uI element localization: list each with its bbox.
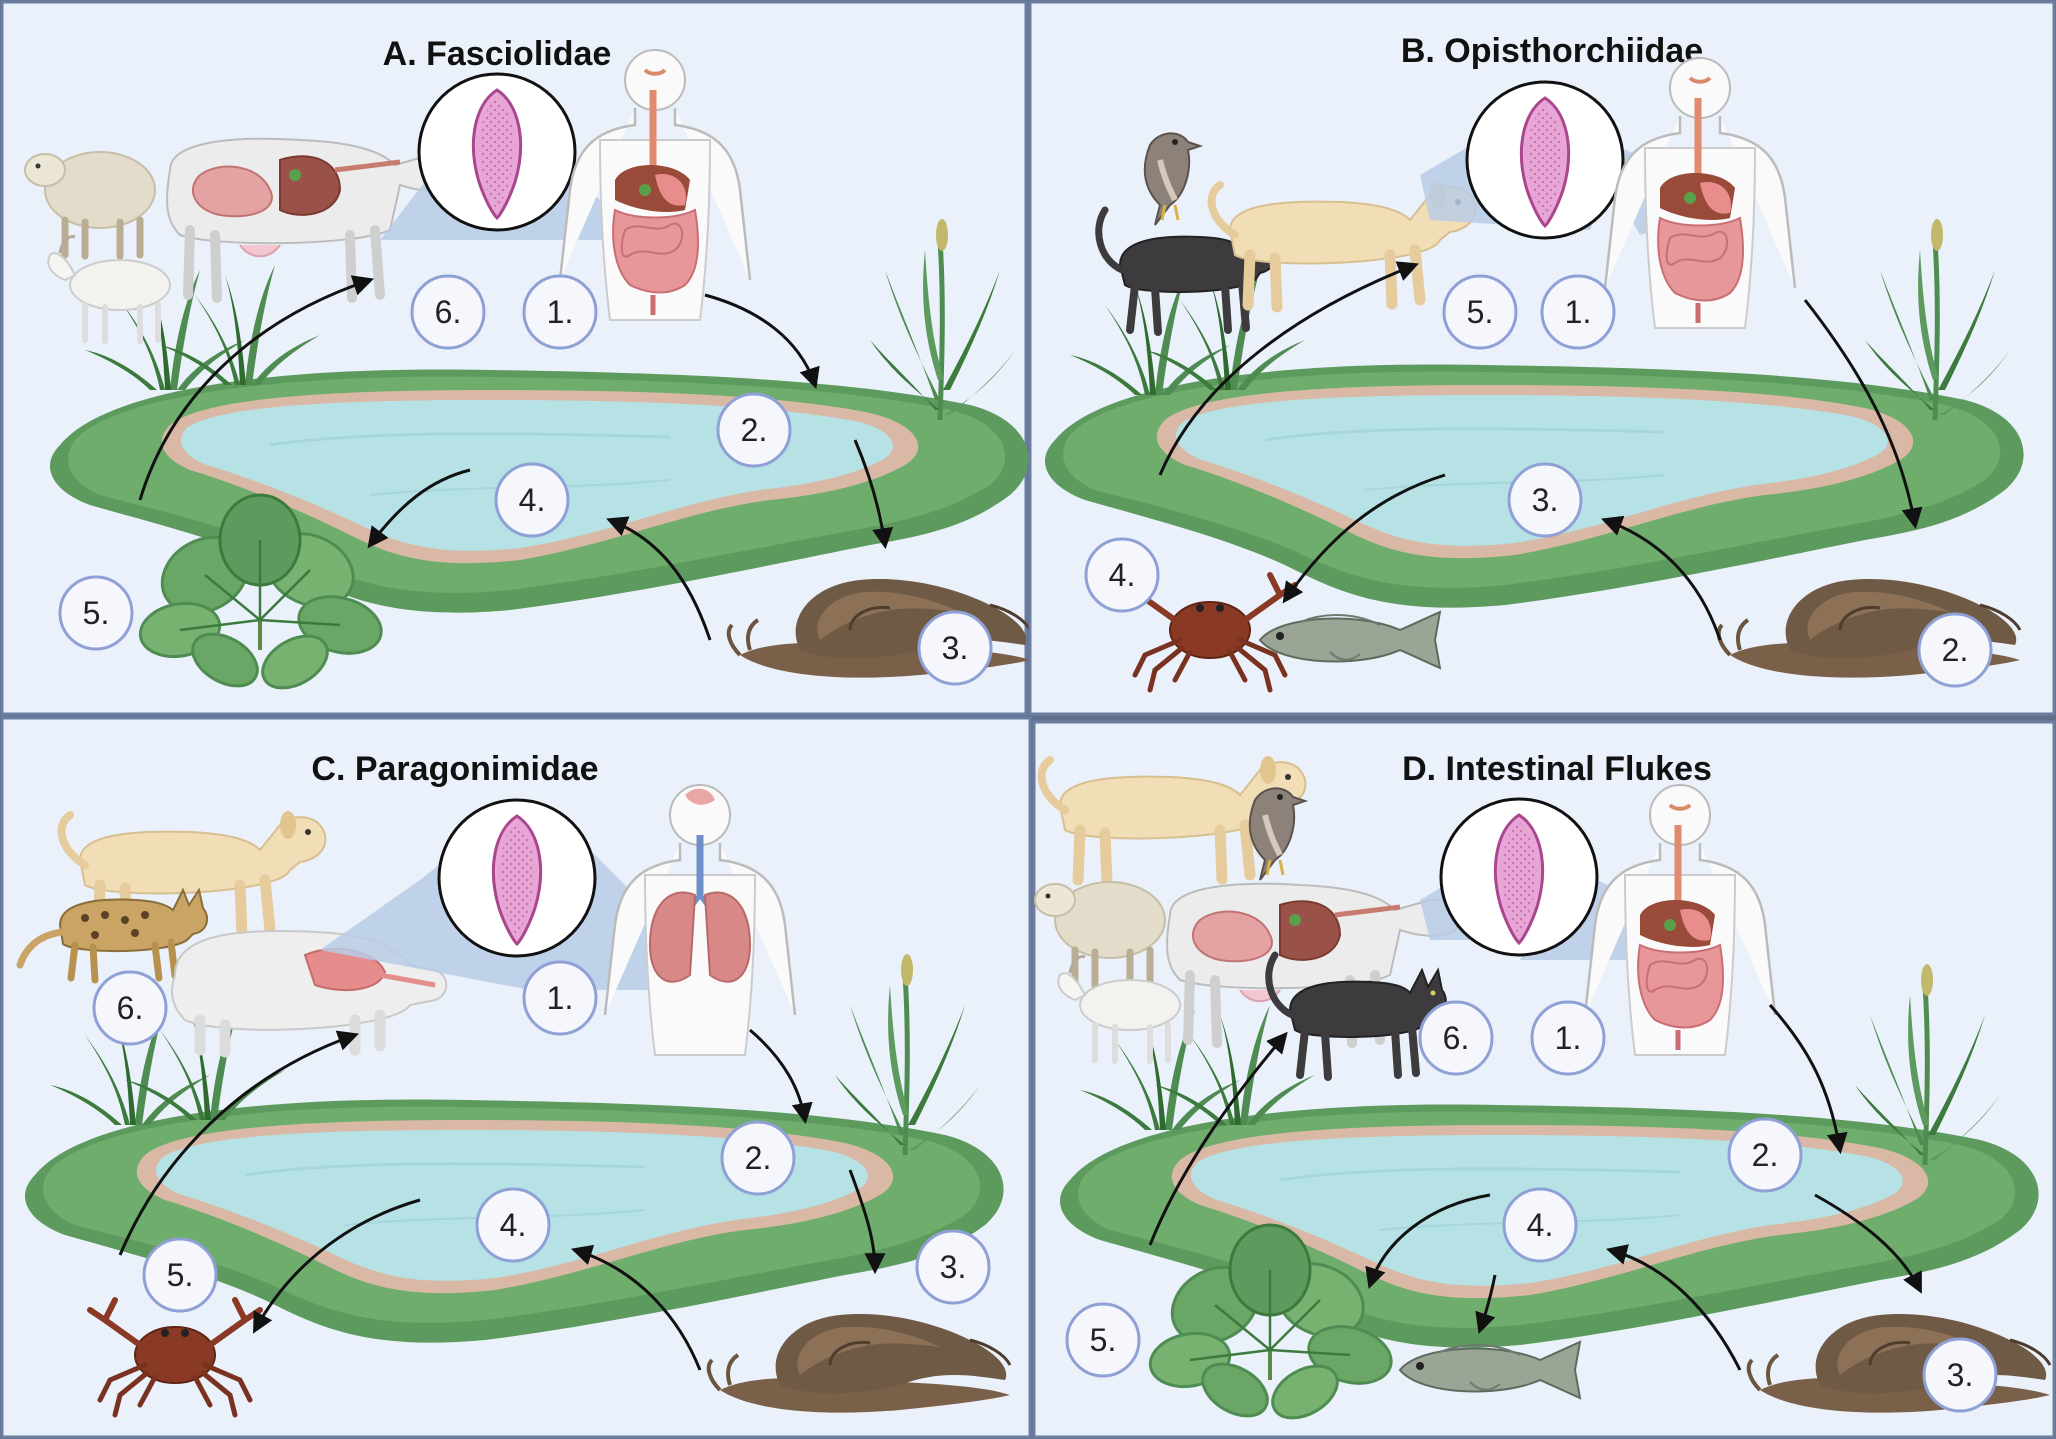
svg-text:2.: 2. [741,412,768,448]
arrow [1814,1193,1922,1294]
step-badge: 3. [917,610,993,686]
arrow [570,1244,702,1371]
step-badge: 2. [720,1120,796,1196]
arrow [1605,1244,1742,1371]
arrow [606,516,712,641]
arrow [853,439,894,550]
arrow [367,468,471,549]
fluke-icon [417,72,577,232]
panel-d: D. Intestinal Flukes 1. 2. 3. 4. 5. 6. [1034,720,2056,1439]
svg-text:5.: 5. [1090,1322,1117,1358]
panel-b: B. Opisthorchiidae 1. 2. 3. 4. 5. [1028,0,2056,716]
step-badge: 4. [1502,1187,1578,1263]
svg-text:5.: 5. [83,595,110,631]
svg-text:2.: 2. [1752,1137,1779,1173]
svg-text:1.: 1. [547,980,574,1016]
step-badge: 1. [1540,274,1616,350]
arrow [1768,1004,1848,1155]
step-badge: 3. [915,1229,991,1305]
fluke-icon [1439,797,1599,957]
step-badge: 6. [410,274,486,350]
step-badge: 6. [92,970,168,1046]
svg-text:1.: 1. [1565,294,1592,330]
step-badge: 2. [716,392,792,468]
step-badge: 1. [522,960,598,1036]
step-badge: 3. [1922,1337,1998,1413]
step-badge: 1. [522,274,598,350]
arrow [848,1169,886,1275]
panel-a-title: A. Fasciolidae [383,35,612,73]
arrow [1365,1193,1491,1289]
step-badge: 2. [1917,612,1993,688]
svg-text:1.: 1. [547,294,574,330]
svg-text:2.: 2. [1942,632,1969,668]
svg-text:1.: 1. [1555,1020,1582,1056]
svg-text:2.: 2. [745,1140,772,1176]
svg-text:4.: 4. [519,482,546,518]
arrow [1601,515,1722,641]
svg-text:4.: 4. [1527,1207,1554,1243]
step-badge: 3. [1507,462,1583,538]
arrow [1282,473,1446,604]
svg-text:5.: 5. [167,1257,194,1293]
arrow [138,275,374,501]
panel-c: C. Paragonimidae 1. 2. 3. 4. 5. 6. [0,716,1032,1439]
step-badge: 5. [142,1237,218,1313]
svg-text:3.: 3. [1532,482,1559,518]
step-badge: 6. [1418,1000,1494,1076]
step-badge: 4. [1084,537,1160,613]
svg-text:4.: 4. [500,1207,527,1243]
arrow [749,1028,813,1125]
step-badge: 4. [475,1187,551,1263]
svg-text:3.: 3. [940,1249,967,1285]
fluke-icon [437,798,597,958]
svg-text:3.: 3. [1947,1357,1974,1393]
panel-c-title: C. Paragonimidae [311,750,598,788]
arrow [118,1030,359,1256]
panel-b-title: B. Opisthorchiidae [1401,32,1703,70]
step-badge: 2. [1727,1117,1803,1193]
panel-d-title: D. Intestinal Flukes [1402,750,1712,788]
panel-a: A. Fasciolidae 1. 2. 3. 4. 5. 6. [0,0,1032,716]
svg-text:5.: 5. [1467,294,1494,330]
step-badge: 4. [494,462,570,538]
step-badge: 5. [58,575,134,651]
arrow [1158,261,1419,476]
step-badge: 1. [1530,1000,1606,1076]
svg-text:4.: 4. [1109,557,1136,593]
svg-text:6.: 6. [1443,1020,1470,1056]
svg-text:6.: 6. [117,990,144,1026]
arrow [1475,1274,1497,1334]
arrow [1148,1031,1288,1246]
step-badge: 5. [1065,1302,1141,1378]
arrow [1803,299,1923,530]
arrow [704,293,820,389]
step-badge: 5. [1442,274,1518,350]
svg-text:6.: 6. [435,294,462,330]
fluke-icon [1465,80,1625,240]
svg-text:3.: 3. [942,630,969,666]
arrow [253,1198,421,1334]
